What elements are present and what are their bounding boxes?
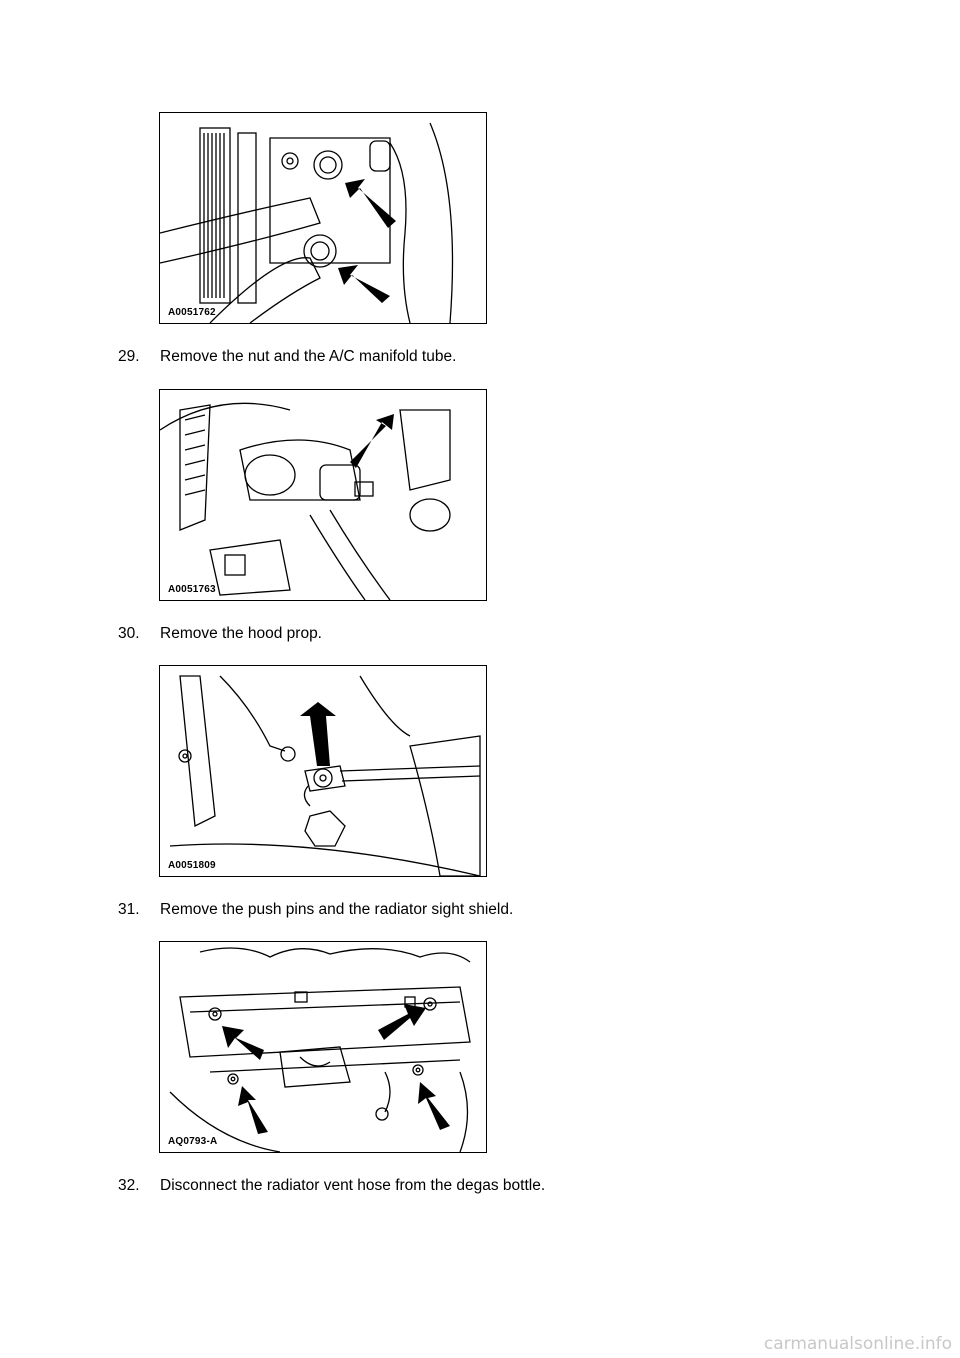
- step-text: Remove the hood prop.: [160, 625, 322, 642]
- figure-2: A0051763: [159, 389, 487, 601]
- figure-id-label: AQ0793-A: [168, 1136, 218, 1147]
- step-number: 32.: [118, 1177, 140, 1194]
- step-text: Remove the nut and the A/C manifold tube…: [160, 348, 457, 365]
- step-number: 29.: [118, 348, 140, 365]
- figure-3: A0051809: [159, 665, 487, 877]
- figure-id-label: A0051763: [168, 584, 216, 595]
- step-text: Remove the push pins and the radiator si…: [160, 901, 514, 918]
- step-text: Disconnect the radiator vent hose from t…: [160, 1177, 546, 1194]
- step-32: 32. Disconnect the radiator vent hose fro…: [118, 1177, 545, 1195]
- figure-4: AQ0793-A: [159, 941, 487, 1153]
- radiator-sight-shield-illustration: [169, 947, 471, 1152]
- watermark: carmanualsonline.info: [763, 1334, 952, 1354]
- ac-manifold-illustration: [160, 122, 454, 323]
- figure-1: A0051762: [159, 112, 487, 324]
- step-number: 30.: [118, 625, 140, 642]
- step-29: 29. Remove the nut and the A/C manifold t…: [118, 348, 456, 366]
- figure-id-label: A0051809: [168, 860, 216, 871]
- ac-tube-nut-illustration: [160, 402, 451, 600]
- figure-id-label: A0051762: [168, 307, 216, 318]
- step-31: 31. Remove the push pins and the radiator…: [118, 901, 513, 919]
- step-number: 31.: [118, 901, 140, 918]
- step-30: 30. Remove the hood prop.: [118, 625, 322, 643]
- hood-prop-illustration: [169, 675, 481, 876]
